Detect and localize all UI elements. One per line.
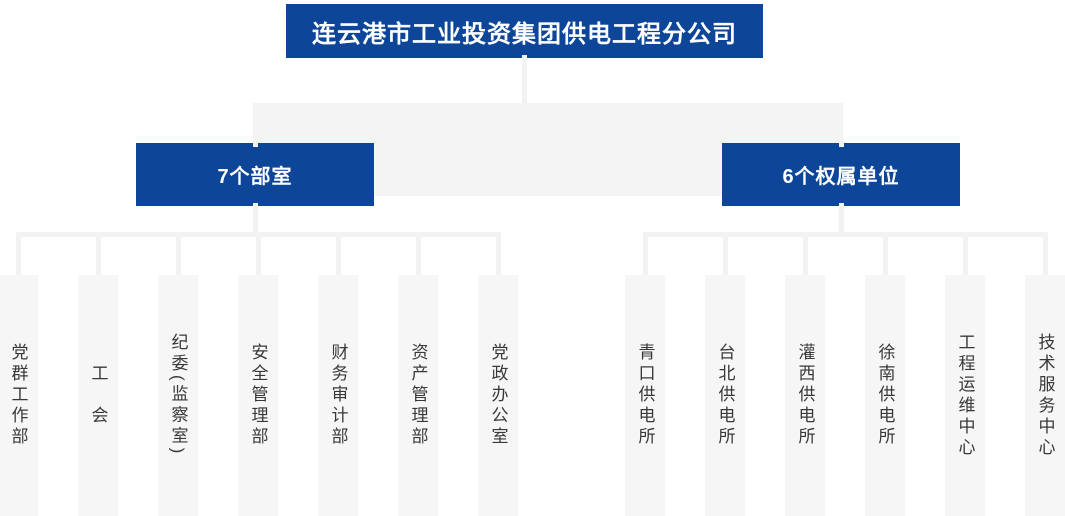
leaf-node-label: 台北供电所: [715, 343, 735, 448]
connector-root-stem: [522, 55, 527, 103]
connector-horizontal: [642, 232, 1048, 237]
root-node-label: 连云港市工业投资集团供电工程分公司: [312, 20, 737, 48]
leaf-node-label: 财务审计部: [328, 343, 348, 448]
leaf-node: 工 会: [78, 275, 118, 516]
connector-branch-tick: [252, 143, 258, 147]
leaf-node: 技术服务中心: [1025, 275, 1065, 516]
leaf-node: 党群工作部: [0, 275, 38, 516]
connector-child-stem: [415, 232, 421, 275]
leaf-node: 工程运维中心: [945, 275, 985, 516]
connector-branch-stem: [252, 203, 258, 236]
leaf-node-label: 青口供电所: [635, 343, 655, 448]
connector-child-stem: [1042, 232, 1048, 275]
leaf-node: 徐南供电所: [865, 275, 905, 516]
branch-node-subsidiaries: 6个权属单位: [722, 143, 960, 206]
leaf-node-label: 资产管理部: [408, 343, 428, 448]
connector-child-stem: [802, 232, 808, 275]
leaf-node-label: 技术服务中心: [1035, 332, 1055, 459]
leaf-node-label: 工程运维中心: [955, 332, 975, 459]
leaf-node-label: 党群工作部: [8, 343, 28, 448]
leaf-node-label: 安全管理部: [248, 343, 268, 448]
branch-node-departments: 7个部室: [136, 143, 374, 206]
leaf-node: 资产管理部: [398, 275, 438, 516]
leaf-node-label: 纪委(监察室): [168, 333, 188, 458]
connector-child-stem: [642, 232, 648, 275]
leaf-node-label: 徐南供电所: [875, 343, 895, 448]
connector-child-stem: [95, 232, 101, 275]
connector-child-stem: [335, 232, 341, 275]
connector-child-stem: [722, 232, 728, 275]
leaf-node: 党政办公室: [478, 275, 518, 516]
connector-child-stem: [15, 232, 21, 275]
connector-child-stem: [175, 232, 181, 275]
leaf-node-label: 党政办公室: [488, 343, 508, 448]
connector-child-stem: [255, 232, 261, 275]
leaf-node-label: 灌西供电所: [795, 343, 815, 448]
root-node: 连云港市工业投资集团供电工程分公司: [286, 4, 763, 58]
branch-node-label: 7个部室: [217, 166, 293, 188]
leaf-node: 财务审计部: [318, 275, 358, 516]
leaf-node: 灌西供电所: [785, 275, 825, 516]
branch-node-label: 6个权属单位: [782, 166, 900, 188]
connector-child-stem: [495, 232, 501, 275]
leaf-node: 台北供电所: [705, 275, 745, 516]
leaf-node: 纪委(监察室): [158, 275, 198, 516]
connector-branch-stem: [838, 203, 844, 236]
leaf-node: 青口供电所: [625, 275, 665, 516]
connector-branch-tick: [838, 143, 844, 147]
leaf-node: 安全管理部: [238, 275, 278, 516]
connector-child-stem: [882, 232, 888, 275]
leaf-node-label: 工 会: [88, 364, 108, 427]
connector-child-stem: [962, 232, 968, 275]
